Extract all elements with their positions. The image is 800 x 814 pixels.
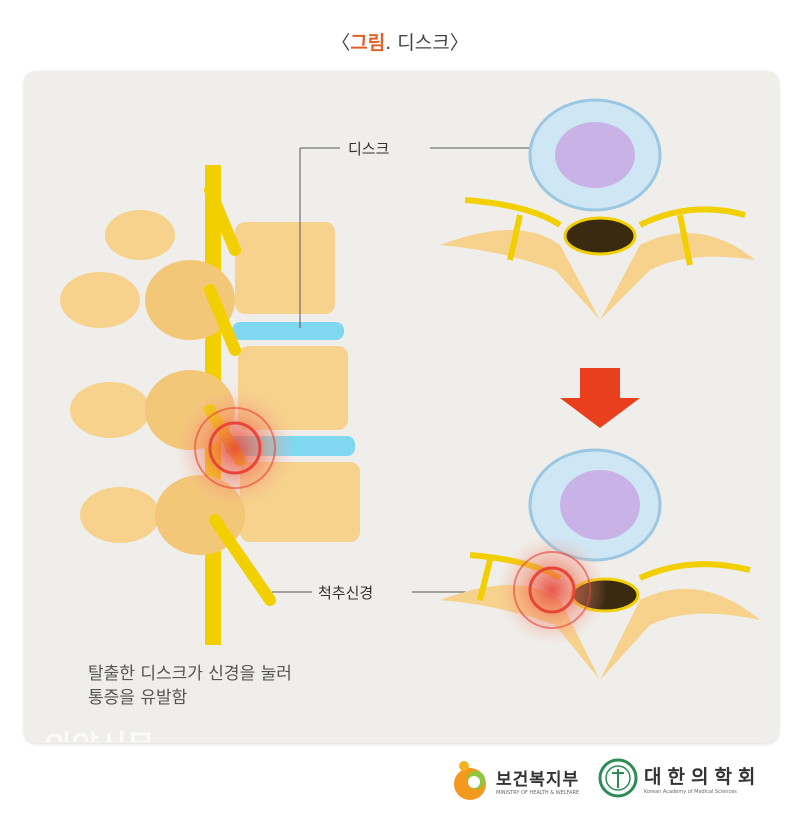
spinal-nerve-label: 척추신경: [318, 584, 374, 602]
disc-normal: [232, 322, 344, 340]
pain-ring: [194, 407, 276, 489]
academy-sub: Korean Academy of Medical Sciences: [644, 788, 737, 795]
disc-nucleus: [560, 470, 640, 540]
lumbar-spine-side-view: [60, 165, 360, 645]
ministry-name: 보건복지부: [496, 769, 580, 790]
leader-lines: [272, 147, 540, 593]
academy-logo: 대한의학회 Korean Academy of Medical Sciences: [598, 758, 761, 798]
nerve-roots: [204, 184, 276, 606]
watermark: 의약신문: [44, 722, 154, 742]
spinous-process: [80, 487, 160, 543]
pain-ring: [208, 421, 262, 475]
figure-label: 그림: [350, 32, 386, 54]
figure-title: 〈그림. 디스크〉: [0, 28, 800, 55]
ministry-emblem-icon: [454, 761, 486, 800]
cross-section-herniated: [440, 448, 760, 680]
vertebra-1: [235, 222, 335, 314]
caption: 탈출한 디스크가 신경을 눌러 통증을 유발함: [88, 662, 292, 710]
figure-title-text: . 디스크〉: [385, 32, 469, 54]
spinous-process: [70, 382, 150, 438]
ministry-logo: 보건복지부 MINISTRY OF HEALTH & WELFARE: [452, 758, 579, 802]
academy-seal-icon: [598, 758, 638, 798]
spinous-process: [105, 210, 175, 260]
pain-indicator: [175, 388, 295, 508]
pain-ring: [513, 551, 591, 629]
pain-ring: [528, 566, 576, 614]
nerves: [464, 197, 746, 266]
cross-section-normal: [440, 98, 755, 320]
facet: [145, 260, 235, 340]
vertebral-arch: [440, 230, 755, 320]
academy-name: 대한의학회: [644, 765, 762, 788]
disc-label: 디스크: [348, 140, 390, 158]
caption-line-1: 탈출한 디스크가 신경을 눌러: [88, 664, 292, 684]
caption-line-2: 통증을 유발함: [88, 688, 188, 708]
ministry-sub: MINISTRY OF HEALTH & WELFARE: [496, 789, 580, 796]
spinal-canal: [563, 216, 637, 256]
disc-nucleus: [555, 122, 635, 188]
bracket-open: 〈: [331, 32, 351, 54]
spinous-process: [60, 272, 140, 328]
down-arrow-icon: [560, 368, 640, 428]
